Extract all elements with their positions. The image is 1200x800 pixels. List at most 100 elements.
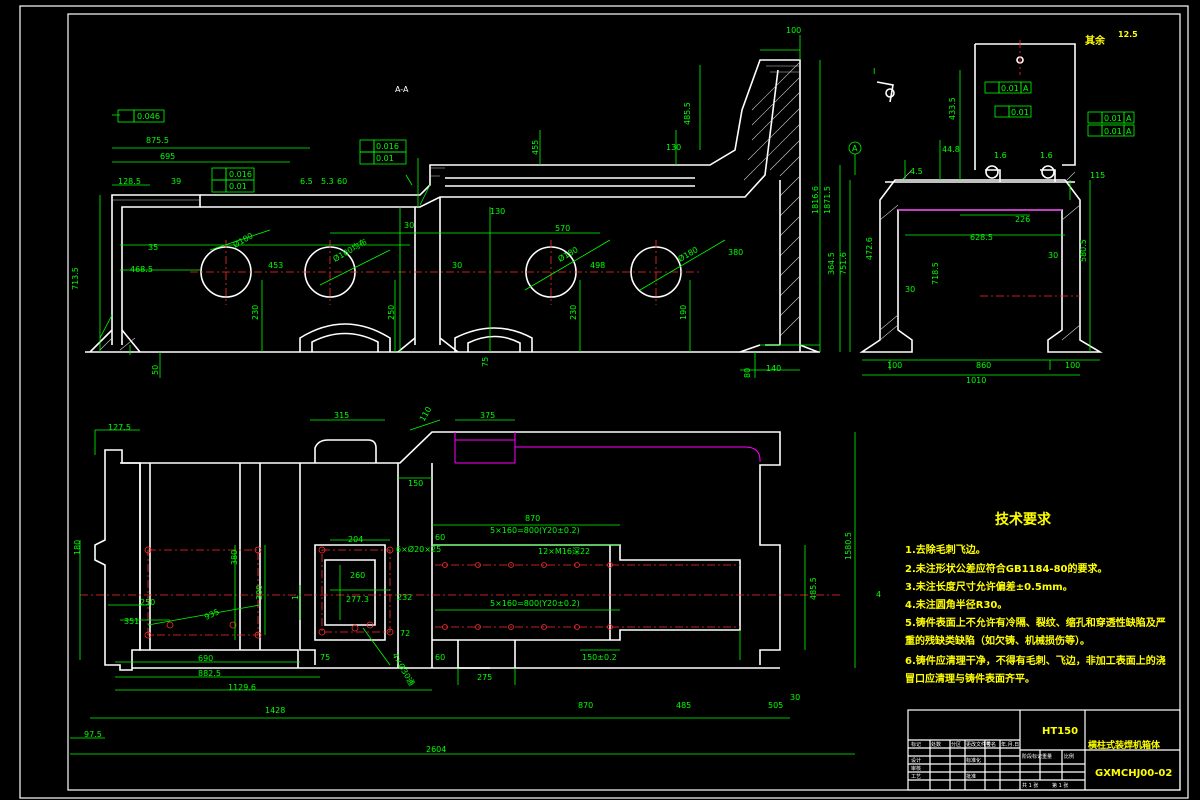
svg-text:226: 226 <box>1015 215 1030 224</box>
svg-text:1428: 1428 <box>265 706 285 715</box>
svg-text:718.5: 718.5 <box>931 262 940 285</box>
svg-text:35: 35 <box>148 243 158 252</box>
svg-text:4.5: 4.5 <box>910 167 923 176</box>
svg-text:分区: 分区 <box>951 741 961 748</box>
svg-text:485.5: 485.5 <box>683 102 692 125</box>
svg-text:12×M16深22: 12×M16深22 <box>538 547 590 556</box>
svg-text:5.3: 5.3 <box>321 177 334 186</box>
svg-text:128.5: 128.5 <box>118 177 141 186</box>
svg-text:阶段标记: 阶段标记 <box>1022 753 1042 760</box>
svg-text:年.月.日: 年.月.日 <box>1001 741 1019 748</box>
svg-text:审核: 审核 <box>911 765 921 772</box>
svg-text:150±0.2: 150±0.2 <box>582 653 617 662</box>
svg-text:30: 30 <box>790 693 800 702</box>
tech-title: 技术要求 <box>995 511 1052 528</box>
svg-text:230: 230 <box>251 305 260 320</box>
svg-text:0.01: 0.01 <box>229 182 247 191</box>
svg-text:260: 260 <box>350 571 365 580</box>
svg-text:0.01: 0.01 <box>1001 84 1019 93</box>
svg-text:628.5: 628.5 <box>970 233 993 242</box>
svg-text:72: 72 <box>400 629 410 638</box>
svg-text:设计: 设计 <box>911 757 921 764</box>
svg-text:0.016: 0.016 <box>376 142 399 151</box>
svg-text:690: 690 <box>198 654 213 663</box>
svg-text:100: 100 <box>887 361 902 370</box>
svg-text:75: 75 <box>481 357 490 367</box>
svg-text:875.5: 875.5 <box>146 136 169 145</box>
svg-text:870: 870 <box>578 701 593 710</box>
svg-text:6×Ø20×25: 6×Ø20×25 <box>396 544 441 554</box>
outer-frame <box>19 5 1189 799</box>
svg-text:60: 60 <box>435 653 445 662</box>
svg-text:30: 30 <box>1048 251 1058 260</box>
svg-text:485.5: 485.5 <box>809 577 818 600</box>
svg-text:重的残缺类缺陷（如欠铸、机械损伤等）。: 重的残缺类缺陷（如欠铸、机械损伤等）。 <box>905 634 1090 647</box>
svg-text:冒口应清理与铸件表面齐平。: 冒口应清理与铸件表面齐平。 <box>905 672 1035 685</box>
svg-text:批准: 批准 <box>966 773 976 780</box>
svg-text:0.01: 0.01 <box>1104 127 1122 136</box>
svg-text:75: 75 <box>320 653 330 662</box>
svg-text:433.5: 433.5 <box>948 97 957 120</box>
svg-text:HT150: HT150 <box>1042 726 1078 737</box>
svg-text:重量: 重量 <box>1042 753 1052 760</box>
svg-text:485: 485 <box>676 701 691 710</box>
svg-text:472.6: 472.6 <box>865 237 874 260</box>
svg-text:A: A <box>1126 114 1132 123</box>
svg-text:0.01: 0.01 <box>1011 108 1029 117</box>
side-view: 其余 12.5 433.5 44.8 4.5 1.6 1.6 115 226 6… <box>827 30 1138 385</box>
svg-text:0.01: 0.01 <box>376 154 394 163</box>
svg-text:比例: 比例 <box>1064 753 1074 760</box>
gtol-flatness-top: 0.046 <box>117 109 165 123</box>
svg-text:140: 140 <box>766 364 781 373</box>
svg-text:80: 80 <box>743 368 752 378</box>
svg-text:50: 50 <box>151 365 160 375</box>
svg-text:97.5: 97.5 <box>84 730 102 739</box>
svg-text:230: 230 <box>569 305 578 320</box>
svg-text:5×160=800(Y20±0.2): 5×160=800(Y20±0.2) <box>490 599 580 608</box>
svg-text:0.01: 0.01 <box>1104 114 1122 123</box>
svg-text:第 1 张: 第 1 张 <box>1052 782 1068 789</box>
svg-text:232: 232 <box>397 593 412 602</box>
svg-text:A: A <box>1126 127 1132 136</box>
svg-text:115: 115 <box>1090 171 1105 180</box>
svg-text:1129.6: 1129.6 <box>228 683 256 692</box>
svg-text:455: 455 <box>531 140 540 155</box>
svg-text:5.铸件表面上不允许有冷隔、裂纹、缩孔和穿透性缺陷及严: 5.铸件表面上不允许有冷隔、裂纹、缩孔和穿透性缺陷及严 <box>905 616 1166 629</box>
svg-text:签名: 签名 <box>986 741 996 748</box>
svg-text:190: 190 <box>679 305 688 320</box>
svg-text:1816.6: 1816.6 <box>811 186 820 214</box>
finish-note: 其余 <box>1085 34 1106 47</box>
svg-text:1871.5: 1871.5 <box>823 186 832 214</box>
svg-text:0.046: 0.046 <box>137 112 160 121</box>
svg-text:250: 250 <box>140 598 155 607</box>
svg-text:380: 380 <box>230 550 239 565</box>
svg-text:I: I <box>873 67 875 76</box>
svg-text:60: 60 <box>337 177 347 186</box>
technical-requirements: 技术要求 1.去除毛刺飞边。 2.未注形状公差应符合GB1184-80的要求。 … <box>905 511 1166 685</box>
svg-text:共 1 张: 共 1 张 <box>1022 782 1038 789</box>
svg-text:6.铸件应清理干净，不得有毛刺、飞边，非加工表面上的浇: 6.铸件应清理干净，不得有毛刺、飞边，非加工表面上的浇 <box>905 654 1166 667</box>
svg-text:127.5: 127.5 <box>108 423 131 432</box>
inner-frame <box>67 13 1181 791</box>
svg-text:695: 695 <box>160 152 175 161</box>
svg-text:570: 570 <box>555 224 570 233</box>
svg-text:275: 275 <box>477 673 492 682</box>
svg-text:处数: 处数 <box>931 741 941 748</box>
svg-text:130: 130 <box>490 207 505 216</box>
svg-text:713.5: 713.5 <box>71 267 80 290</box>
front-section-view: A-A 8 <box>71 26 832 378</box>
svg-text:30: 30 <box>905 285 915 294</box>
svg-text:351: 351 <box>124 617 139 626</box>
svg-text:751.6: 751.6 <box>839 252 848 275</box>
svg-text:3.未注长度尺寸允许偏差±0.5mm。: 3.未注长度尺寸允许偏差±0.5mm。 <box>905 580 1073 593</box>
svg-text:505: 505 <box>768 701 783 710</box>
svg-text:100: 100 <box>786 26 801 35</box>
svg-text:300: 300 <box>255 585 264 600</box>
svg-text:A: A <box>1023 84 1029 93</box>
svg-text:380: 380 <box>728 248 743 257</box>
svg-text:2.未注形状公差应符合GB1184-80的要求。: 2.未注形状公差应符合GB1184-80的要求。 <box>905 562 1108 575</box>
svg-text:277.3: 277.3 <box>346 595 369 604</box>
svg-text:44.8: 44.8 <box>942 145 960 154</box>
gtol-side: 0.01 A 0.01 0.01 A 0.01 A <box>984 81 1135 137</box>
